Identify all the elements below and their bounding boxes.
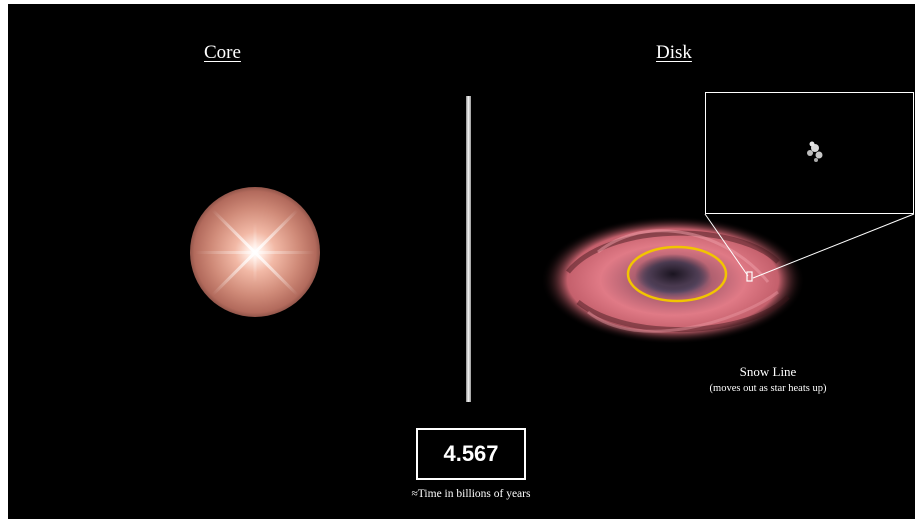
zoom-marker bbox=[746, 271, 753, 282]
protoplanetary-disk-icon bbox=[541, 216, 805, 344]
animation-stage: Core Disk bbox=[8, 4, 915, 519]
time-counter: 4.567 bbox=[416, 428, 526, 480]
core-heading: Core bbox=[204, 42, 241, 63]
disk-illustration bbox=[538, 202, 808, 352]
panel-divider bbox=[466, 96, 471, 402]
time-value: 4.567 bbox=[443, 441, 499, 466]
zoom-inset bbox=[705, 92, 914, 214]
snow-line-label: Snow Line bbox=[739, 364, 797, 379]
dust-clump-icon bbox=[807, 141, 823, 162]
disk-heading: Disk bbox=[656, 42, 692, 63]
time-caption: ≈Time in billions of years bbox=[411, 488, 531, 500]
snow-line-note: (moves out as star heats up) bbox=[709, 383, 827, 394]
star-ray bbox=[253, 222, 257, 283]
